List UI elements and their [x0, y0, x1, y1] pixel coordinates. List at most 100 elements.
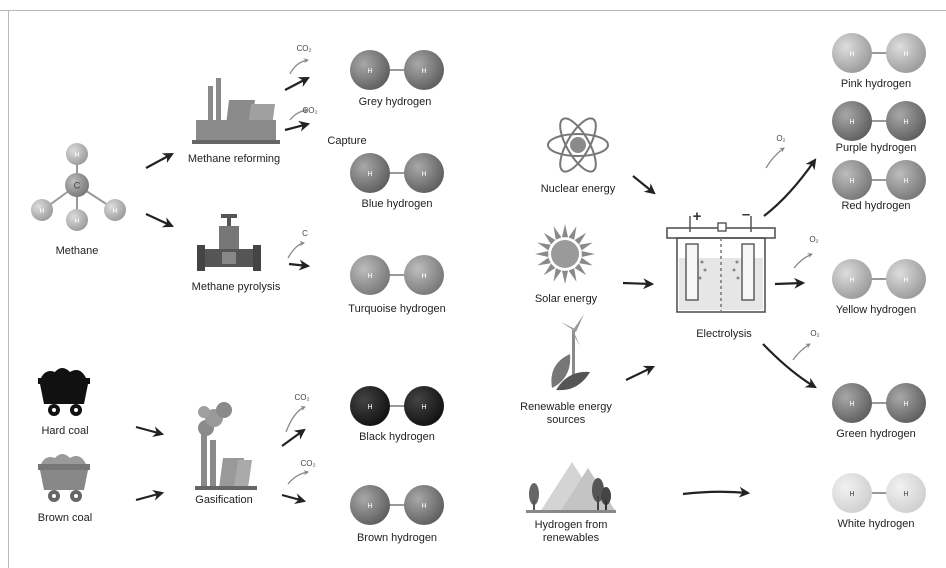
- hydrogen-atom-label: H: [367, 68, 372, 75]
- black-hydrogen-label: Black hydrogen: [359, 431, 435, 443]
- hydrogen-atom: [404, 485, 444, 525]
- white-hydrogen-label: White hydrogen: [837, 518, 915, 530]
- gasification-plant-icon: [195, 402, 257, 490]
- sun-ray: [561, 224, 569, 238]
- methane-h-left: H: [39, 208, 44, 215]
- sun-ray: [553, 226, 562, 240]
- sun-ray: [574, 232, 587, 245]
- hydrogen-atom: [832, 259, 872, 299]
- sun-ray: [579, 242, 593, 251]
- hydrogen-atom: [832, 160, 872, 200]
- o2-tag-nuclear: O₂: [776, 134, 786, 143]
- atom-nuclear-icon: [547, 117, 609, 173]
- hydrogen-atom-label: H: [367, 171, 372, 178]
- byproduct-arrows: [285, 58, 813, 485]
- turquoise-hydrogen-label: Turquoise hydrogen: [348, 303, 446, 315]
- hydrogen-atom: [350, 50, 390, 90]
- hydrogen-atom-label: H: [421, 171, 426, 178]
- hydrogen-atom: [886, 259, 926, 299]
- hydrogen-atom-label: H: [903, 178, 908, 185]
- methane-h-top: H: [74, 152, 79, 159]
- capture-label: Capture: [327, 135, 367, 147]
- nuclear-energy-label: Nuclear energy: [540, 183, 616, 195]
- hydrogen-atom: [404, 255, 444, 295]
- methane-c: C: [74, 180, 81, 190]
- sun-ray: [568, 268, 577, 282]
- frame-top-border: [0, 10, 946, 11]
- electrode-minus-sign: –: [742, 206, 750, 223]
- solar-energy-label: Solar energy: [534, 293, 598, 305]
- sun-ray: [537, 242, 551, 251]
- brown-coal-label: Brown coal: [37, 512, 93, 524]
- sun-ray: [568, 226, 577, 240]
- hydrogen-from-renewables-label: Hydrogen from renewables: [534, 519, 608, 544]
- sun-ray: [543, 232, 556, 245]
- hydrogen-atom: [404, 153, 444, 193]
- o2-tag-green: O₂: [810, 329, 820, 338]
- hydrogen-atom: [350, 255, 390, 295]
- hydrogen-atom-label: H: [421, 503, 426, 510]
- grey-hydrogen-label: Grey hydrogen: [358, 96, 432, 108]
- renewable-energy-label: Renewable energy sources: [520, 401, 612, 426]
- hydrogen-atom-label: H: [903, 51, 908, 58]
- electrolysis-label: Electrolysis: [696, 328, 752, 340]
- sun-ray: [561, 270, 569, 284]
- hydrogen-atom-label: H: [367, 503, 372, 510]
- gasification-label: Gasification: [195, 494, 253, 506]
- hydrogen-atom-label: H: [903, 401, 908, 408]
- hydrogen-atom-label: H: [903, 491, 908, 498]
- co2-tag-black: CO₂: [294, 393, 310, 402]
- electrode-plus-sign: +: [693, 208, 702, 225]
- methane-h-bottom: H: [74, 218, 79, 225]
- hydrogen-atom: [404, 386, 444, 426]
- methane-molecule-icon: H H H C H: [31, 143, 126, 231]
- hydrogen-atom-label: H: [367, 404, 372, 411]
- sun-ray: [574, 263, 587, 276]
- methane-label: Methane: [55, 245, 99, 257]
- process-arrows: [135, 76, 817, 504]
- sun-ray: [535, 250, 549, 258]
- hydrogen-atom-label: H: [849, 401, 854, 408]
- hard-coal-cart-icon: [38, 368, 90, 416]
- sun-ray: [543, 263, 556, 276]
- sun-ray: [581, 250, 595, 258]
- hydrogen-atom-label: H: [421, 273, 426, 280]
- methane-reforming-label: Methane reforming: [187, 153, 281, 165]
- sun-ray: [579, 257, 593, 266]
- hydrogen-atom: [832, 383, 872, 423]
- frame-left-border: [8, 10, 9, 568]
- hydrogen-atom-label: H: [903, 277, 908, 284]
- o2-tag-yellow: O₂: [809, 235, 819, 244]
- sun-ray: [553, 268, 562, 282]
- hydrogen-atom-label: H: [849, 178, 854, 185]
- electrolysis-cell-icon: [666, 216, 776, 313]
- sun-icon: [535, 224, 595, 284]
- hydrogen-atom: [886, 160, 926, 200]
- methane-h-right: H: [112, 208, 117, 215]
- hydrogen-atom: [832, 101, 872, 141]
- factory-icon: [192, 78, 280, 144]
- hydrogen-atom: [404, 50, 444, 90]
- hydrogen-atom: [350, 153, 390, 193]
- hydrogen-atom: [832, 473, 872, 513]
- green-hydrogen-label: Green hydrogen: [836, 428, 916, 440]
- co2-tag-grey: CO₂: [296, 44, 312, 53]
- brown-hydrogen-label: Brown hydrogen: [356, 532, 438, 544]
- co2-tag-blue: CO₂: [302, 106, 318, 115]
- hydrogen-atom: [886, 101, 926, 141]
- co2-tag-brown: CO₂: [300, 459, 316, 468]
- hydrogen-atom-label: H: [421, 68, 426, 75]
- hydrogen-atom: [886, 383, 926, 423]
- hydrogen-atom-label: H: [849, 51, 854, 58]
